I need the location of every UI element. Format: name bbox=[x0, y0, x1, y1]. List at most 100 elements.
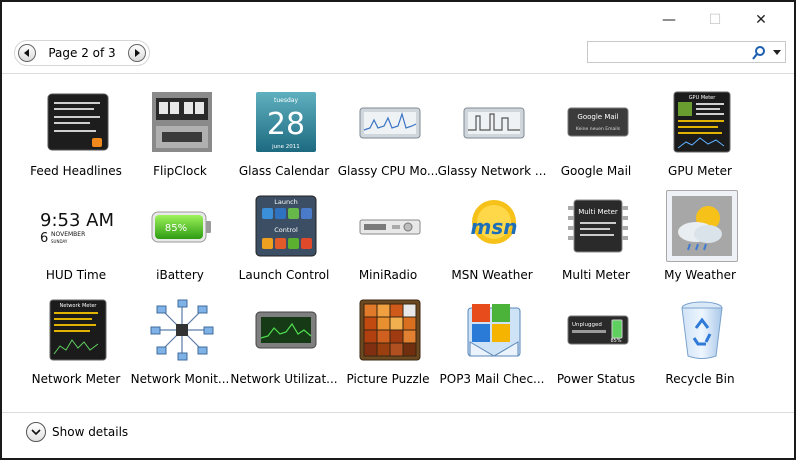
msn-weather-icon: msn bbox=[471, 200, 518, 244]
svg-text:Keine neuen Emails: Keine neuen Emails bbox=[576, 126, 621, 132]
gadget-tile[interactable]: Network Meter Network Meter bbox=[24, 292, 128, 392]
maximize-button: ☐ bbox=[692, 6, 738, 34]
gadget-label: Glassy Network ... bbox=[437, 164, 547, 178]
gadget-tile[interactable]: Network Monit... bbox=[128, 292, 232, 392]
minimize-button[interactable]: — bbox=[646, 6, 692, 34]
gadget-label: Picture Puzzle bbox=[346, 372, 430, 386]
gadget-tile[interactable]: Multi Meter Multi Meter bbox=[544, 188, 648, 288]
svg-text:9:53 AM: 9:53 AM bbox=[40, 210, 114, 231]
maximize-icon: ☐ bbox=[708, 12, 722, 28]
gadget-tile[interactable]: Glassy Network ... bbox=[438, 84, 546, 184]
search-icon[interactable] bbox=[751, 45, 767, 61]
network-meter-icon: Network Meter bbox=[49, 299, 107, 361]
gadget-label: GPU Meter bbox=[668, 164, 732, 178]
gadget-label: MiniRadio bbox=[358, 268, 418, 282]
gadget-label: Network Utilizat... bbox=[230, 372, 338, 386]
gadget-label: Power Status bbox=[556, 372, 636, 386]
svg-text:GPU Meter: GPU Meter bbox=[689, 95, 717, 101]
divider bbox=[2, 73, 794, 74]
gadget-label: FlipClock bbox=[153, 164, 207, 178]
gadget-tile[interactable]: MiniRadio bbox=[336, 188, 440, 288]
gadget-label: Google Mail bbox=[560, 164, 632, 178]
svg-text:Network Meter: Network Meter bbox=[60, 303, 98, 309]
search-box[interactable] bbox=[587, 41, 786, 63]
arrow-left-icon bbox=[24, 49, 29, 57]
gadget-tile[interactable]: 9:53 AM 6 NOVEMBER SUNDAY HUD Time bbox=[24, 188, 128, 288]
gadget-label: Glass Calendar bbox=[238, 164, 330, 178]
battery-icon: 85% bbox=[151, 211, 211, 243]
gadget-tile[interactable]: Glassy CPU Mo... bbox=[336, 84, 440, 184]
svg-text:NOVEMBER: NOVEMBER bbox=[51, 231, 85, 238]
svg-text:june 2011: june 2011 bbox=[271, 144, 300, 150]
my-weather-icon bbox=[672, 196, 732, 256]
chevron-down-icon[interactable] bbox=[773, 50, 781, 56]
picture-puzzle-icon bbox=[359, 299, 421, 361]
feed-headlines-icon bbox=[47, 93, 109, 151]
gadget-label: iBattery bbox=[156, 268, 204, 282]
svg-text:tuesday: tuesday bbox=[274, 97, 298, 104]
close-button[interactable]: ✕ bbox=[738, 6, 784, 34]
close-icon: ✕ bbox=[755, 12, 767, 28]
gadget-tile[interactable]: Feed Headlines bbox=[24, 84, 128, 184]
gadget-label: MSN Weather bbox=[451, 268, 533, 282]
glass-calendar-icon: tuesday 28 june 2011 bbox=[256, 92, 316, 152]
gadget-tile[interactable]: 85% iBattery bbox=[128, 188, 232, 288]
svg-text:Unplugged: Unplugged bbox=[572, 322, 602, 328]
gadget-tile[interactable]: POP3 Mail Chec... bbox=[440, 292, 544, 392]
gadget-label: HUD Time bbox=[45, 268, 107, 282]
svg-text:SUNDAY: SUNDAY bbox=[51, 239, 68, 244]
svg-text:Google Mail: Google Mail bbox=[577, 113, 618, 121]
google-mail-icon: Google Mail Keine neuen Emails bbox=[567, 107, 629, 137]
gadget-label: Multi Meter bbox=[562, 268, 630, 282]
glassy-network-icon bbox=[463, 107, 525, 139]
pop3-mail-icon bbox=[467, 304, 521, 357]
gadget-label: Glassy CPU Mo... bbox=[337, 164, 439, 178]
gadget-label: Network Monit... bbox=[130, 372, 230, 386]
previous-page-button[interactable] bbox=[18, 44, 36, 62]
svg-text:85%: 85% bbox=[165, 223, 187, 234]
gadget-label: Recycle Bin bbox=[665, 372, 735, 386]
recycle-bin-icon bbox=[681, 301, 723, 359]
expand-details-button[interactable] bbox=[26, 422, 46, 442]
svg-text:85%: 85% bbox=[610, 338, 621, 344]
gpu-meter-icon: GPU Meter bbox=[673, 91, 731, 153]
gadget-tile[interactable]: Launch Control Launch Control bbox=[232, 188, 336, 288]
launch-control-icon: Launch Control bbox=[255, 195, 317, 257]
gadget-tile[interactable]: Network Utilizat... bbox=[230, 292, 338, 392]
gadget-tile[interactable]: Google Mail Keine neuen Emails Google Ma… bbox=[544, 84, 648, 184]
chevron-down-icon bbox=[31, 429, 41, 436]
gadget-tile[interactable]: Unplugged 85% Power Status bbox=[544, 292, 648, 392]
svg-text:msn: msn bbox=[471, 215, 518, 239]
gadget-tile-selected[interactable]: My Weather bbox=[648, 188, 752, 288]
multi-meter-icon: Multi Meter bbox=[568, 199, 628, 253]
gadget-tile[interactable]: GPU Meter GPU Meter bbox=[648, 84, 752, 184]
gadget-label: Feed Headlines bbox=[30, 164, 122, 178]
gadget-tile[interactable]: tuesday 28 june 2011 Glass Calendar bbox=[232, 84, 336, 184]
flipclock-icon bbox=[152, 92, 212, 152]
gadget-label: My Weather bbox=[664, 268, 736, 282]
arrow-right-icon bbox=[135, 49, 140, 57]
show-details-label[interactable]: Show details bbox=[52, 425, 129, 439]
page-label: Page 2 of 3 bbox=[48, 46, 116, 60]
gadget-label: Network Meter bbox=[31, 372, 121, 386]
svg-text:Launch: Launch bbox=[274, 198, 298, 206]
show-details-toggle[interactable]: Show details bbox=[26, 421, 128, 443]
svg-text:28: 28 bbox=[267, 107, 305, 142]
next-page-button[interactable] bbox=[128, 44, 146, 62]
svg-text:Multi Meter: Multi Meter bbox=[578, 208, 618, 216]
gadget-label: Launch Control bbox=[238, 268, 330, 282]
power-status-icon: Unplugged 85% bbox=[567, 315, 629, 345]
gadget-label: POP3 Mail Chec... bbox=[439, 372, 545, 386]
mini-radio-icon bbox=[359, 219, 421, 235]
network-monitor-icon bbox=[150, 299, 214, 361]
divider bbox=[2, 412, 794, 413]
gadget-tile[interactable]: Recycle Bin bbox=[648, 292, 752, 392]
page-navigator: Page 2 of 3 bbox=[14, 40, 150, 66]
svg-text:Control: Control bbox=[274, 226, 298, 234]
network-utilization-icon bbox=[255, 311, 317, 349]
glassy-cpu-monitor-icon bbox=[359, 107, 421, 139]
gadget-tile[interactable]: msn MSN Weather bbox=[440, 188, 544, 288]
gadget-tile[interactable]: Picture Puzzle bbox=[336, 292, 440, 392]
gadget-tile[interactable]: FlipClock bbox=[128, 84, 232, 184]
